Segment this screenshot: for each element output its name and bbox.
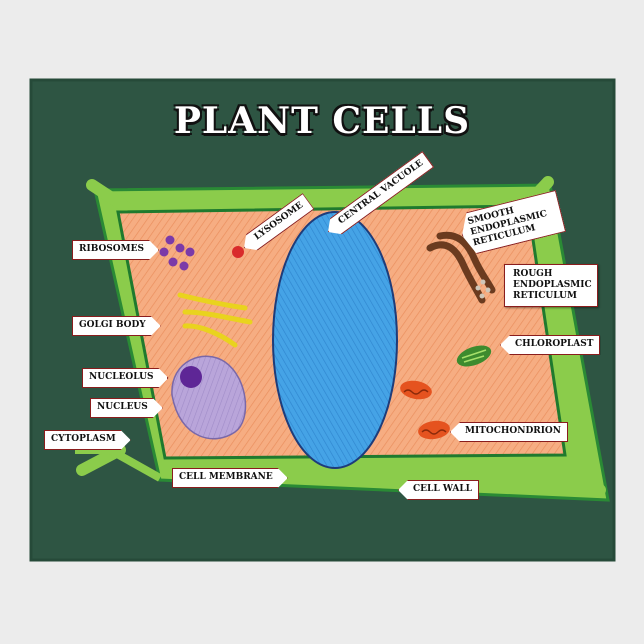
label-rough-er: ROUGH ENDOPLASMIC RETICULUM — [504, 264, 598, 307]
label-nucleus: NUCLEUS — [90, 398, 163, 418]
page-title: PLANT CELLS — [173, 100, 471, 142]
rough-er-shape — [475, 279, 491, 299]
label-cell-membrane: CELL MEMBRANE — [172, 468, 288, 488]
mitochondrion-shape — [400, 380, 450, 440]
label-cell-wall: CELL WALL — [398, 480, 479, 500]
label-ribosomes: RIBOSOMES — [72, 240, 159, 260]
label-golgi-body: GOLGI BODY — [72, 316, 161, 336]
label-cytoplasm: CYTOPLASM — [44, 430, 131, 450]
lysosome-shape — [232, 246, 244, 258]
chloroplast-shape — [456, 345, 492, 367]
central-vacuole-shape — [272, 211, 398, 469]
smooth-er-shape — [426, 231, 496, 304]
label-chloroplast: CHLOROPLAST — [500, 335, 601, 355]
label-mitochondrion: MITOCHONDRION — [450, 422, 569, 442]
golgi-body-shape — [177, 292, 253, 348]
nucleolus-shape — [180, 366, 202, 388]
ribosomes-shape — [159, 235, 195, 271]
label-nucleolus: NUCLEOLUS — [82, 368, 168, 388]
nucleus-shape — [171, 355, 247, 440]
